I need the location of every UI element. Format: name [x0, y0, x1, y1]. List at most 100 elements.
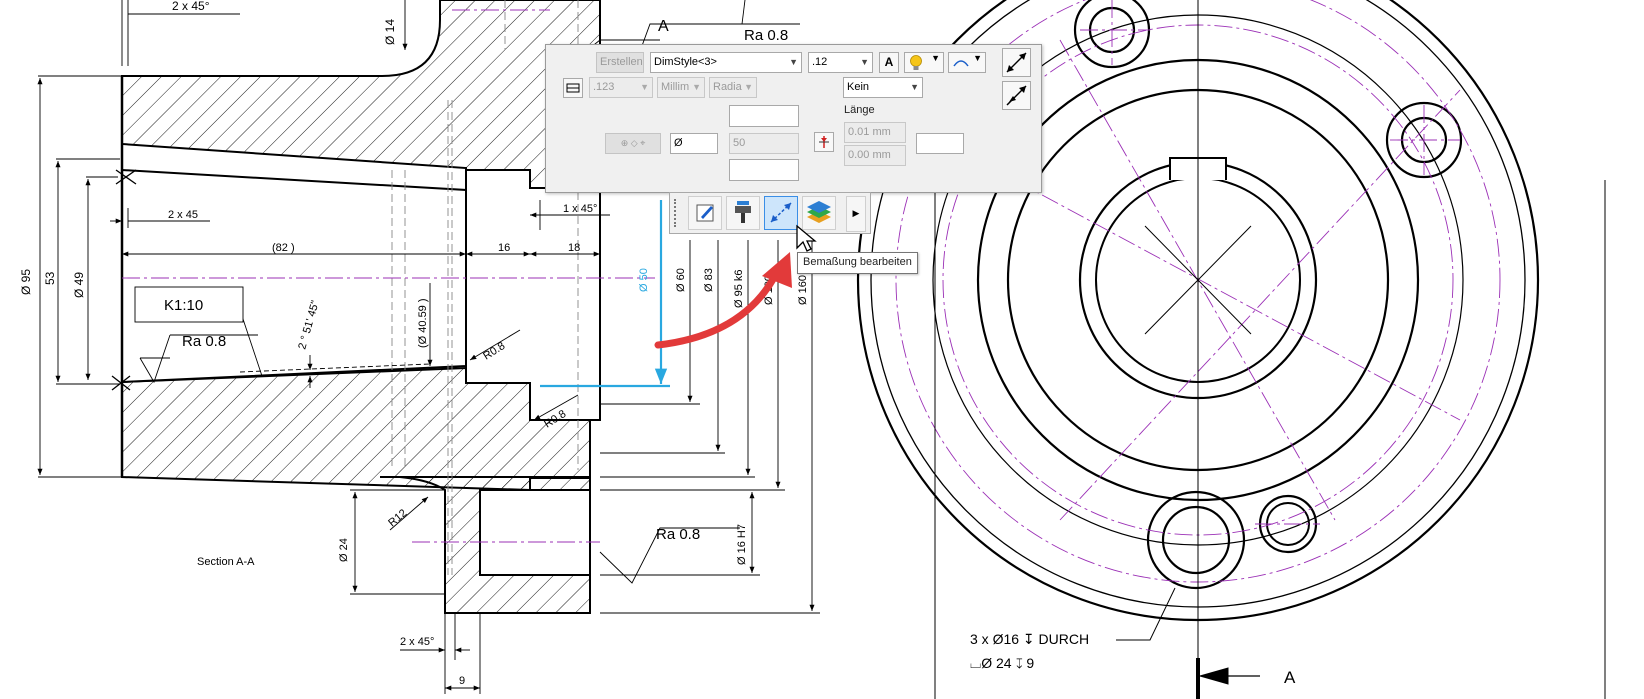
dim-orient-button-2[interactable]	[1002, 81, 1031, 110]
driving-dimension-button[interactable]	[726, 196, 760, 230]
format-select[interactable]: .123 ▼	[589, 77, 653, 98]
smart-dim-dropdown[interactable]: ▼	[904, 52, 944, 73]
taper-bore	[121, 168, 467, 384]
dim-type-dropdown[interactable]: ▼	[948, 52, 986, 73]
symbol-button[interactable]: ⊕ ◇ ⌖	[605, 133, 661, 154]
hole-note-line2[interactable]: ⌴Ø 24 ↧ 9	[970, 655, 1034, 671]
dim-axis-icon	[566, 83, 580, 93]
dim-arrow-icon	[1006, 52, 1027, 73]
roughness-top[interactable]: Ra 0.8	[744, 27, 788, 44]
dim-d24[interactable]: Ø 24	[338, 538, 350, 562]
dim-leader-icon	[1006, 85, 1027, 106]
dim-d95[interactable]: Ø 95	[19, 269, 33, 295]
lower-tolerance-value: 0.00 mm	[848, 149, 891, 161]
dimension-edit-icon	[770, 202, 792, 223]
dim-d60[interactable]: Ø 60	[675, 268, 687, 292]
tooltip: Bemaßung bearbeiten	[797, 252, 918, 274]
edit-dimension-text-button[interactable]	[688, 196, 722, 230]
dim-len18[interactable]: 18	[568, 242, 580, 254]
layer-button[interactable]	[802, 196, 836, 230]
dim-d14[interactable]: Ø 14	[383, 19, 397, 45]
override-button[interactable]	[814, 132, 834, 152]
chevron-down-icon: ▼	[860, 57, 869, 67]
dimstyle-select[interactable]: DimStyle<3> ▼	[650, 52, 802, 73]
override-icon	[819, 136, 829, 148]
edit-dimension-button[interactable]	[764, 196, 798, 230]
dim-orient-button-1[interactable]	[1002, 48, 1031, 77]
dim-d50[interactable]: Ø 50	[638, 268, 650, 292]
hub-bore	[479, 489, 591, 576]
units-select[interactable]: Millim▼	[657, 77, 705, 98]
dim-chamfer-2x45[interactable]: 2 x 45	[168, 209, 198, 221]
section-lower-hatch	[121, 366, 591, 492]
section-label: Section A-A	[197, 556, 255, 568]
angle-units-select[interactable]: Radia▼	[709, 77, 757, 98]
dim-len82[interactable]: (82 )	[272, 242, 295, 254]
lower-tolerance-field[interactable]: 0.00 mm	[844, 145, 906, 166]
tolerance-type-select[interactable]: Kein ▼	[843, 77, 923, 98]
chevron-down-icon: ▼	[692, 82, 701, 92]
command-bar-grip[interactable]	[674, 199, 682, 227]
dim-chamfer-bottom[interactable]: 2 x 45°	[400, 636, 434, 648]
precision-select[interactable]: .12 ▼	[808, 52, 873, 73]
dim-d53[interactable]: 53	[43, 271, 57, 285]
dim-axis-button[interactable]	[563, 78, 583, 98]
mouse-cursor-icon	[796, 224, 817, 252]
angle-units-value: Radia	[713, 81, 742, 93]
tolerance-type-value: Kein	[847, 81, 870, 93]
prefix-field[interactable]: Ø	[670, 133, 718, 154]
prefix-value: Ø	[674, 137, 683, 149]
dim-len16[interactable]: 16	[498, 242, 510, 254]
front-view[interactable]	[857, 0, 1606, 699]
value-text: 50	[733, 137, 746, 149]
units-value: Millim	[661, 81, 690, 93]
value-field[interactable]: 50	[729, 133, 799, 154]
dim-d16h7[interactable]: Ø 16 H7	[736, 524, 748, 565]
dim-len9[interactable]: 9	[459, 675, 465, 687]
section-marker-bottom: A	[1284, 668, 1296, 687]
arc-dim-icon	[953, 60, 969, 67]
dimension-command-panel[interactable]: Erstellen DimStyle<3>▼ .12▼ A ▼ ▼ .123▼ …	[545, 44, 1042, 193]
dim-chamfer-top[interactable]: 2 x 45°	[172, 0, 210, 13]
upper-tolerance-value: 0.01 mm	[848, 126, 891, 138]
dim-d4059[interactable]: (Ø 40.59 )	[417, 298, 429, 348]
chevron-down-icon: ▼	[640, 82, 649, 92]
font-a-icon: A	[884, 55, 894, 69]
text-above-field[interactable]	[729, 105, 799, 127]
roughness-bottom[interactable]: Ra 0.8	[656, 526, 700, 543]
precision-value: .12	[812, 56, 828, 68]
command-bar-more-button[interactable]: ▶	[846, 196, 866, 232]
chevron-down-icon: ▼	[931, 53, 940, 63]
lightbulb-icon	[910, 55, 922, 70]
roughness-left[interactable]: Ra 0.8	[182, 333, 226, 350]
chevron-down-icon: ▼	[973, 53, 982, 63]
hole-note-line1[interactable]: 3 x Ø16 ↧ DURCH	[970, 631, 1089, 647]
chevron-down-icon: ▼	[744, 82, 753, 92]
dim-d160[interactable]: Ø 160	[797, 275, 809, 305]
selected-dimension-d50[interactable]	[540, 200, 670, 388]
dim-d95k6[interactable]: Ø 95 k6	[733, 269, 745, 308]
length-label: Länge	[844, 104, 875, 116]
layers-icon	[807, 201, 831, 223]
command-bar[interactable]: ▶	[669, 192, 871, 234]
section-view[interactable]	[111, 0, 655, 614]
chevron-right-icon: ▶	[852, 208, 860, 218]
dim-d49[interactable]: Ø 49	[72, 272, 86, 298]
text-style-button[interactable]: A	[879, 52, 899, 73]
taper-note[interactable]: K1:10	[164, 297, 203, 314]
create-button[interactable]: Erstellen	[596, 52, 644, 73]
text-below-field[interactable]	[729, 159, 799, 181]
dimstyle-value: DimStyle<3>	[654, 56, 717, 68]
suffix-field[interactable]	[916, 133, 964, 154]
chevron-down-icon: ▼	[910, 82, 919, 92]
hammer-icon	[735, 201, 751, 223]
chevron-down-icon: ▼	[789, 57, 798, 67]
dim-r12[interactable]: R12	[386, 507, 409, 529]
section-upper-hatch	[121, 0, 601, 189]
format-value: .123	[593, 81, 615, 93]
upper-tolerance-field[interactable]: 0.01 mm	[844, 122, 906, 143]
dim-d83[interactable]: Ø 83	[703, 268, 715, 292]
section-marker-top: A	[658, 18, 669, 35]
dim-chamfer-1x45[interactable]: 1 x 45°	[563, 203, 597, 215]
